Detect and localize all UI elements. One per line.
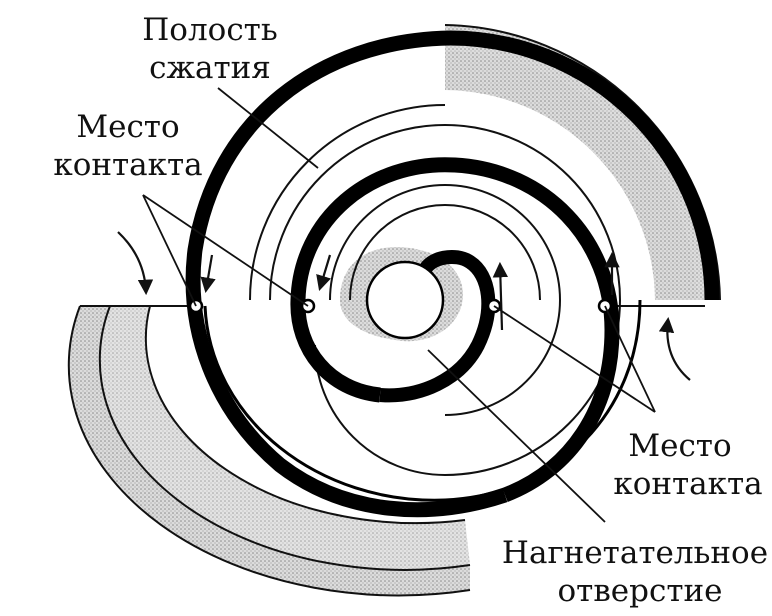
flow-arrow: [200, 254, 216, 294]
label-contact-right-line1: Место: [628, 428, 731, 464]
spiral-walls: [185, 30, 720, 518]
cavity-fill-lower-left-inner: [99, 306, 470, 570]
label-contact-right-line2: контакта: [613, 466, 762, 502]
label-contact-left-line2: контакта: [53, 147, 202, 183]
leader-cavity: [217, 87, 319, 169]
leader-contact-right-a: [493, 305, 656, 413]
cavity-fill-top: [445, 50, 698, 300]
leader-contact-left-a: [142, 194, 197, 307]
label-outlet-line1: Нагнетательное: [502, 535, 768, 571]
flow-arrow: [316, 254, 332, 291]
leader-contact-left-b: [142, 194, 309, 307]
inlet-arrow-right: [658, 316, 691, 381]
middle-scroll-wall: [290, 157, 620, 502]
flow-arrows: [117, 231, 691, 381]
inlet-arrow-left: [117, 231, 154, 296]
orbiting-scroll-wall: [203, 299, 642, 502]
cavity-fill-lower-left: [68, 306, 470, 596]
leader-lines: [142, 87, 656, 523]
outer-scroll-wall: [185, 30, 720, 518]
labels: Полость сжатия Место контакта Место конт…: [53, 12, 768, 609]
discharge-port: [365, 260, 445, 340]
inner-scroll-wall: [379, 249, 496, 403]
label-cavity-line2: сжатия: [149, 50, 271, 86]
label-outlet-line2: отверстие: [558, 573, 723, 609]
flow-arrow: [492, 261, 509, 331]
label-contact-left-line1: Место: [76, 109, 179, 145]
leader-outlet: [427, 349, 606, 523]
label-cavity-line1: Полость: [142, 12, 277, 48]
leader-contact-right-b: [604, 305, 656, 413]
